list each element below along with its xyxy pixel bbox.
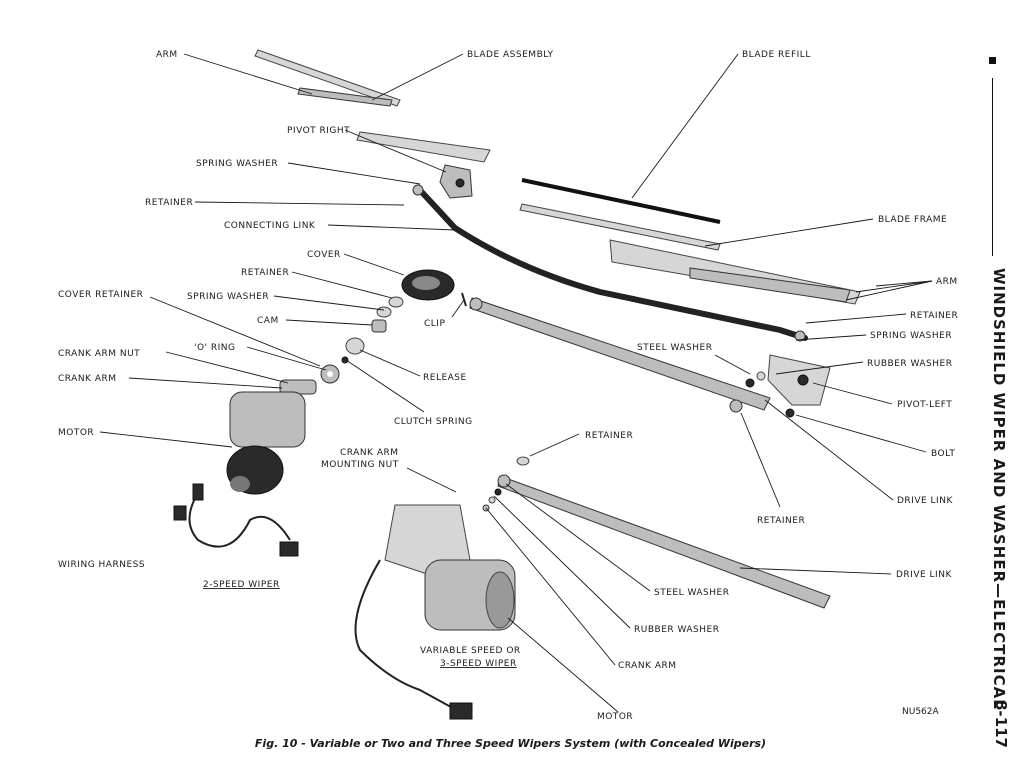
label-steel-washer-top: STEEL WASHER [637,343,712,353]
variable-speed-motor-illustration [354,504,516,720]
label-variable-speed-line1: VARIABLE SPEED OR [420,646,521,656]
section-title-sidebar: WINDSHIELD WIPER AND WASHER—ELECTRICAL [976,268,1016,748]
wiring-harness-illustration [173,483,299,557]
label-cover-retainer: COVER RETAINER [58,290,143,300]
label-crank-arm-left: CRANK ARM [58,374,117,384]
pivot-right-arm-illustration [356,131,491,199]
part-labels: ARM BLADE ASSEMBLY BLADE REFILL PIVOT RI… [58,50,958,722]
label-retainer-right: RETAINER [910,311,958,321]
label-wiring-harness: WIRING HARNESS [58,560,145,570]
margin-rule [992,78,993,256]
mid-small-parts-illustration [279,296,404,395]
label-crank-arm-mounting-nut-line1: CRANK ARM [340,448,399,458]
label-crank-arm-lower: CRANK ARM [618,661,677,671]
label-motor-left: MOTOR [58,428,94,438]
label-steel-washer-lower: STEEL WASHER [654,588,729,598]
clip-illustration [461,292,467,307]
drive-link-upper-illustration [469,297,771,411]
label-blade-frame: BLADE FRAME [878,215,947,225]
right-arm-illustration [609,239,861,305]
figure-code: NU562A [902,707,939,717]
label-retainer-bottom-right: RETAINER [757,516,805,526]
label-motor-bottom: MOTOR [597,712,633,722]
page-number-block: 8-117 [984,700,1014,750]
label-crank-arm-nut: CRANK ARM NUT [58,349,140,359]
label-bolt: BOLT [931,449,955,459]
label-arm-right: ARM [936,277,958,287]
label-rubber-washer-right: RUBBER WASHER [867,359,952,369]
label-two-speed-wiper: 2-SPEED WIPER [203,580,280,590]
label-clip: CLIP [424,319,445,329]
label-spring-washer-top: SPRING WASHER [196,159,278,169]
drive-link-lower-illustration [482,456,831,609]
figure-caption: Fig. 10 - Variable or Two and Three Spee… [254,737,767,750]
label-cam: CAM [257,316,279,326]
label-pivot-right: PIVOT RIGHT [287,126,350,136]
label-drive-link-lower: DRIVE LINK [896,570,952,580]
label-o-ring: 'O' RING [194,343,236,353]
page-number: 8-117 [992,700,1010,748]
label-rubber-washer-lower: RUBBER WASHER [634,625,719,635]
corner-marker [989,57,996,64]
label-blade-assembly: BLADE ASSEMBLY [467,50,554,60]
label-drive-link-upper: DRIVE LINK [897,496,953,506]
label-cover: COVER [307,250,341,260]
label-pivot-left: PIVOT-LEFT [897,400,952,410]
label-clutch-spring: CLUTCH SPRING [394,417,473,427]
label-retainer-lower: RETAINER [585,431,633,441]
label-release: RELEASE [423,373,467,383]
label-crank-arm-mounting-nut-line2: MOUNTING NUT [321,460,399,470]
label-arm-top: ARM [156,50,178,60]
label-spring-washer-right: SPRING WASHER [870,331,952,341]
label-connecting-link: CONNECTING LINK [224,221,316,231]
label-variable-speed-line2: 3-SPEED WIPER [440,659,517,669]
two-speed-motor-illustration [226,391,306,495]
label-retainer-top: RETAINER [145,198,193,208]
pivot-left-illustration [729,354,831,418]
section-title: WINDSHIELD WIPER AND WASHER—ELECTRICAL [990,268,1008,710]
cover-illustration [401,269,455,301]
leader-lines [99,53,933,713]
label-retainer-mid: RETAINER [241,268,289,278]
blade-refill-illustration [519,178,721,251]
label-blade-refill: BLADE REFILL [742,50,811,60]
label-spring-washer-mid: SPRING WASHER [187,292,269,302]
blade-assembly-illustration [254,49,401,107]
connecting-link-illustration [412,184,808,342]
